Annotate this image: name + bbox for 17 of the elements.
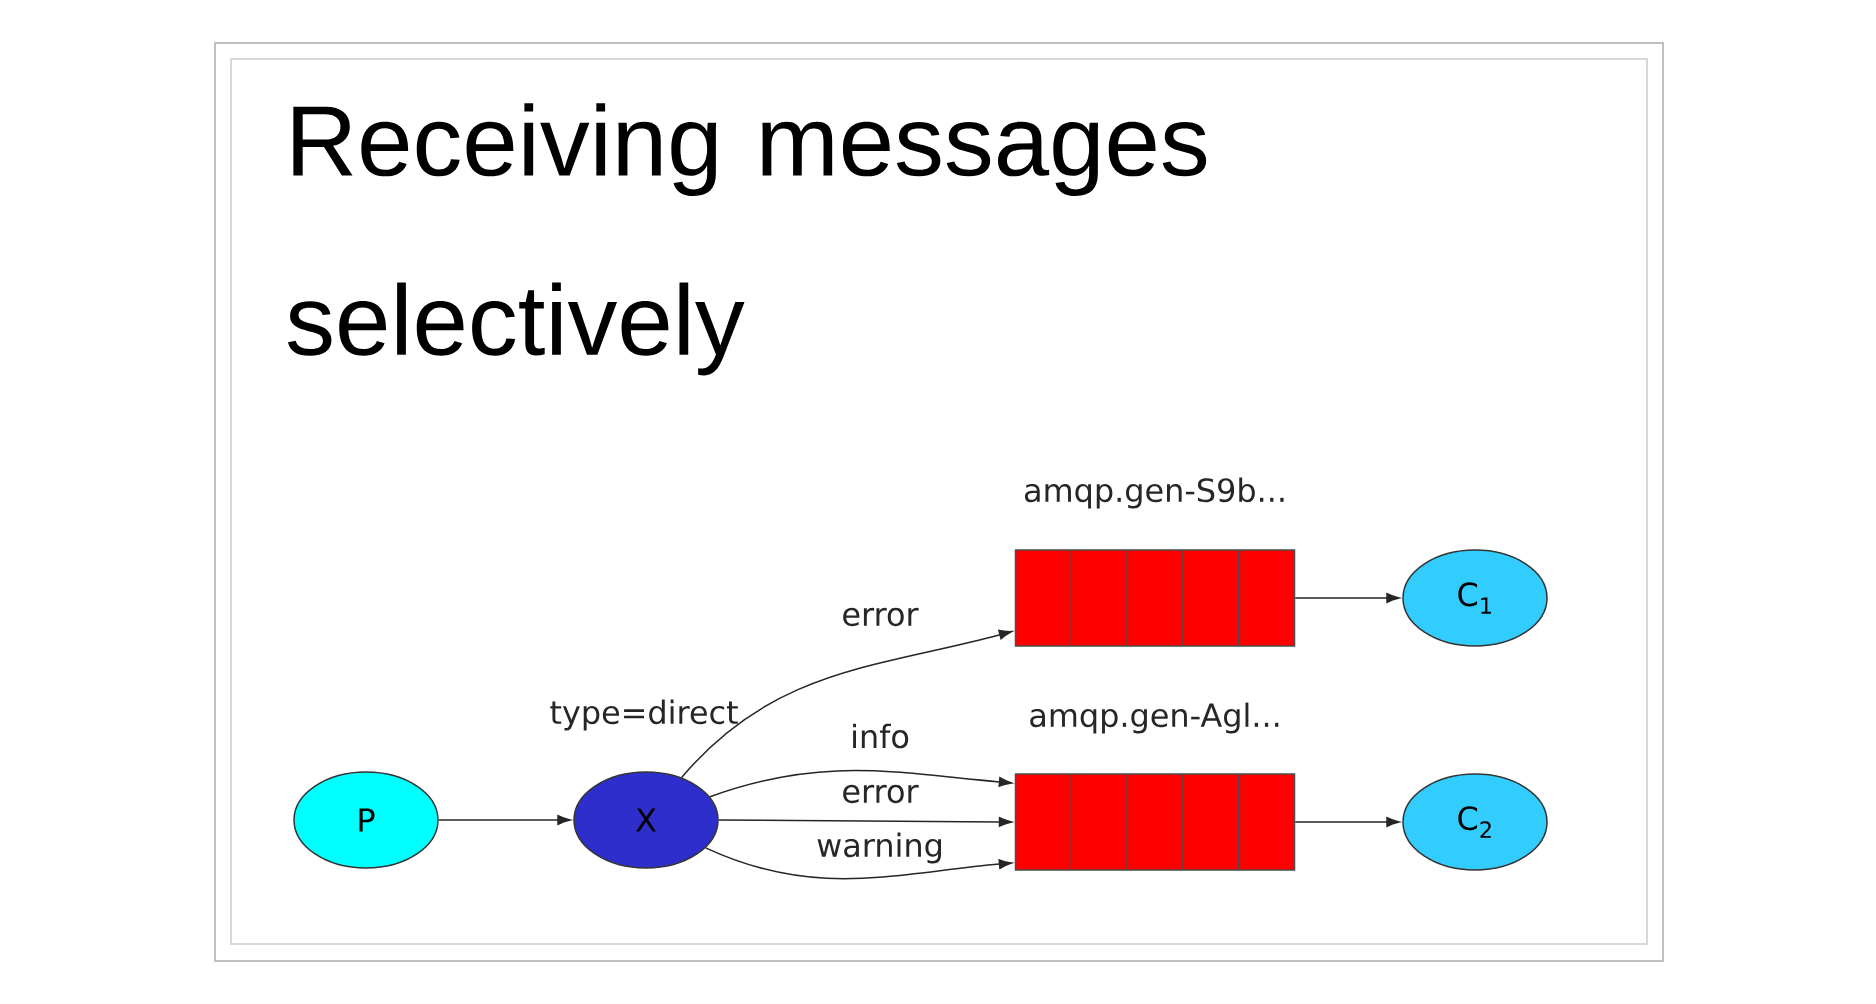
arrow xyxy=(1294,817,1400,827)
node-caption: amqp.gen-S9b... xyxy=(1024,477,1284,509)
arrow xyxy=(718,816,1013,827)
arrow xyxy=(709,769,1013,798)
edge-label: warning xyxy=(815,831,945,865)
arrow xyxy=(704,847,1013,880)
queue-box xyxy=(1014,773,1296,871)
arrow xyxy=(438,815,571,825)
arrow xyxy=(1294,593,1400,603)
title: Receiving messages selectively xyxy=(287,103,1207,376)
node-caption: amqp.gen-Agl... xyxy=(1030,702,1279,734)
edge-label: error xyxy=(840,606,920,628)
queue-box xyxy=(1014,549,1296,647)
edge-label: error xyxy=(840,783,920,805)
node-caption: type=direct xyxy=(550,699,738,731)
edge-label: info xyxy=(849,722,911,750)
arrow xyxy=(680,629,1013,779)
